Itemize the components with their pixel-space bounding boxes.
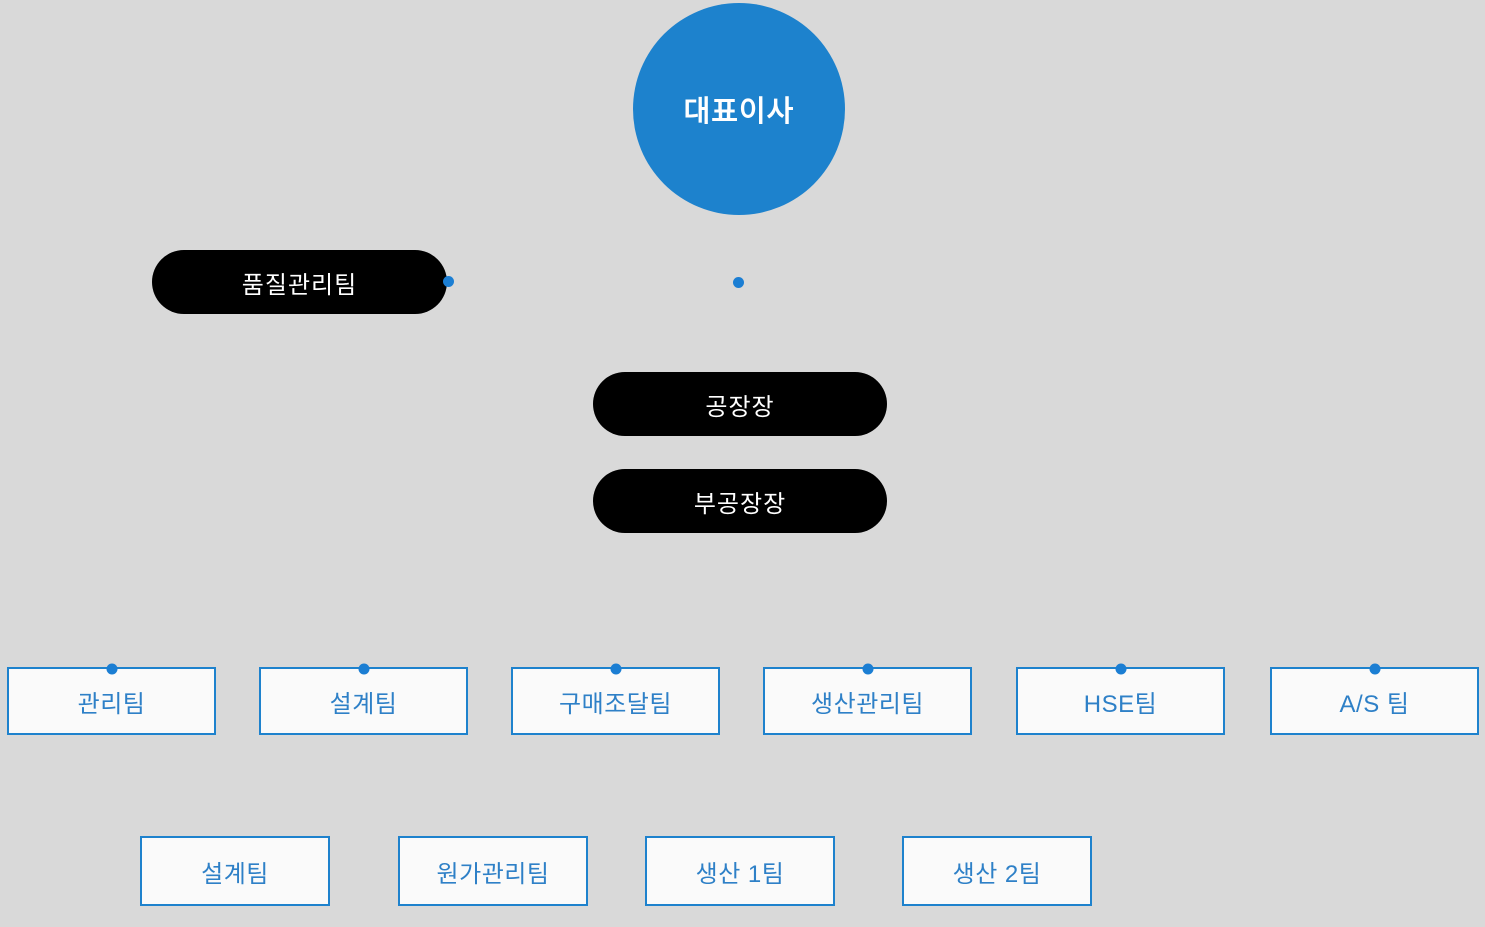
sub-team-label: 생산 1팀	[695, 860, 785, 888]
department-node-admin: 관리팀	[7, 663, 216, 735]
connector-dot-center	[733, 277, 744, 288]
plant-manager-node: 공장장	[593, 372, 887, 436]
department-node-design: 설계팀	[259, 663, 468, 735]
department-label: 관리팀	[77, 690, 146, 718]
sub-team-label: 설계팀	[201, 860, 269, 888]
connector-dot	[862, 663, 873, 675]
connector-dot-quality	[443, 276, 454, 287]
department-node-procurement: 구매조달팀	[511, 663, 720, 735]
plant-manager-label: 공장장	[705, 393, 775, 421]
sub-team-node-cost-management: 원가관리팀	[398, 836, 588, 906]
department-label: 생산관리팀	[811, 690, 924, 718]
ceo-node: 대표이사	[633, 3, 845, 215]
connector-dot	[610, 663, 621, 675]
quality-team-label: 품질관리팀	[241, 271, 358, 299]
department-node-as: A/S 팀	[1270, 663, 1479, 735]
connector-dot	[106, 663, 117, 675]
connector-dot	[1115, 663, 1126, 675]
sub-team-label: 생산 2팀	[952, 860, 1042, 888]
department-label: HSE팀	[1083, 690, 1158, 718]
deputy-plant-manager-label: 부공장장	[693, 490, 787, 518]
department-label: 구매조달팀	[559, 690, 672, 718]
sub-team-node-design: 설계팀	[140, 836, 330, 906]
department-label: 설계팀	[329, 690, 398, 718]
ceo-label: 대표이사	[683, 96, 795, 128]
department-label: A/S 팀	[1339, 690, 1410, 718]
connector-dot	[1369, 663, 1380, 675]
department-node-hse: HSE팀	[1016, 663, 1225, 735]
sub-team-node-production-2: 생산 2팀	[902, 836, 1092, 906]
department-node-production-management: 생산관리팀	[763, 663, 972, 735]
quality-team-node: 품질관리팀	[152, 250, 447, 314]
deputy-plant-manager-node: 부공장장	[593, 469, 887, 533]
sub-team-node-production-1: 생산 1팀	[645, 836, 835, 906]
connector-dot	[358, 663, 369, 675]
sub-team-label: 원가관리팀	[436, 860, 550, 888]
